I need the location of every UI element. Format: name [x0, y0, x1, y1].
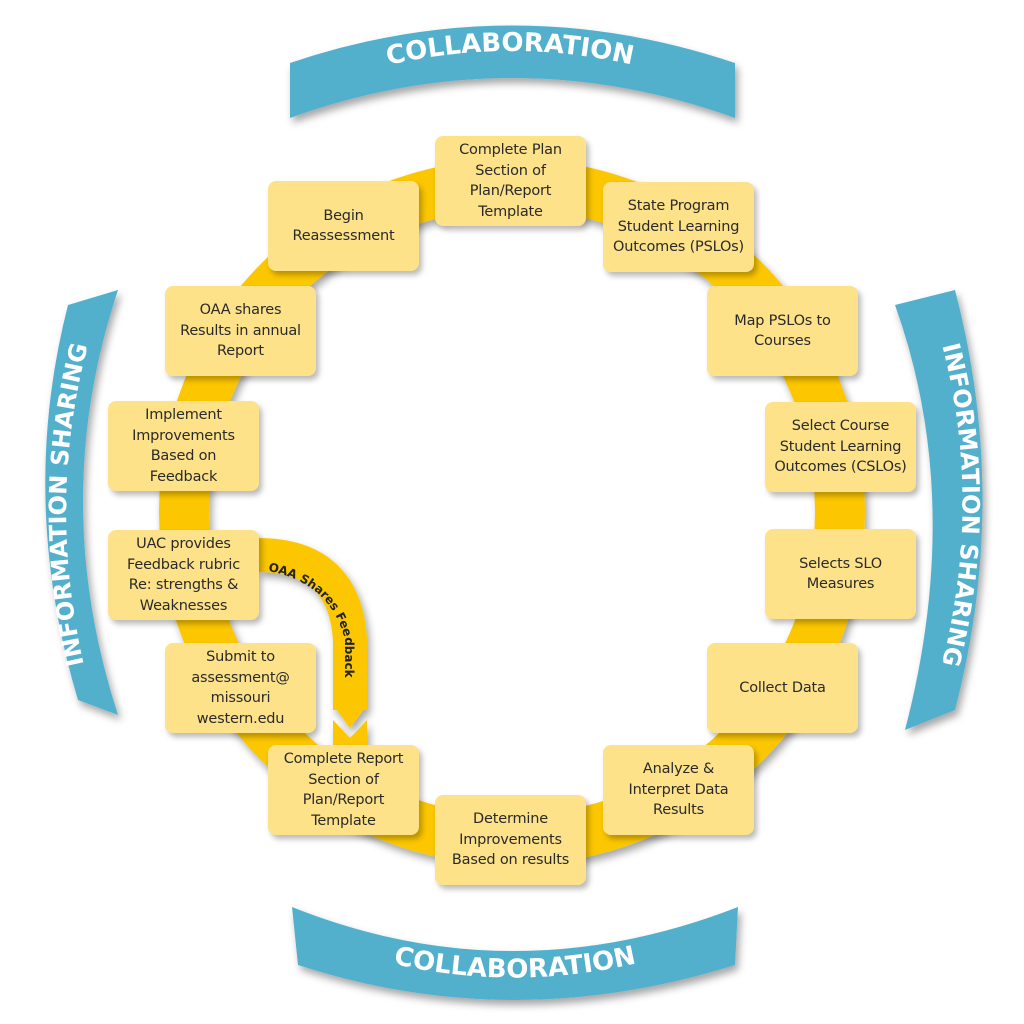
step-label: Select Course Student Learning Outcomes …: [774, 418, 907, 476]
step-uac-feedback: UAC provides Feedback rubric Re: strengt…: [108, 530, 259, 620]
step-selects-measures: Selects SLO Measures: [765, 529, 916, 619]
step-determine-improvements: Determine Improvements Based on results: [435, 795, 586, 885]
cycle-ring: [159, 159, 865, 865]
step-state-pslos: State Program Student Learning Outcomes …: [603, 182, 754, 272]
banner-bottom: [292, 907, 738, 1000]
banner-right: [895, 290, 983, 730]
step-collect-data: Collect Data: [707, 643, 858, 733]
step-label: Submit to assessment@ missouri western.e…: [191, 649, 290, 727]
step-label: Selects SLO Measures: [799, 555, 882, 593]
step-map-pslos: Map PSLOs to Courses: [707, 286, 858, 376]
step-complete-plan: Complete Plan Section of Plan/Report Tem…: [435, 136, 586, 226]
step-label: Complete Plan Section of Plan/Report Tem…: [459, 142, 562, 220]
step-begin-reassessment: Begin Reassessment: [268, 181, 419, 271]
banner-top: [290, 25, 735, 118]
step-oaa-shares: OAA shares Results in annual Report: [165, 286, 316, 376]
banner-left: [45, 290, 118, 715]
step-select-cslos: Select Course Student Learning Outcomes …: [765, 402, 916, 492]
step-label: Determine Improvements Based on results: [451, 811, 570, 869]
step-label: Implement Improvements Based on Feedback: [132, 407, 235, 485]
step-label: UAC provides Feedback rubric Re: strengt…: [127, 536, 240, 614]
step-label: Complete Report Section of Plan/Report T…: [283, 751, 404, 829]
step-implement-improvements: Implement Improvements Based on Feedback: [108, 401, 259, 491]
feedback-arrow: [257, 538, 367, 745]
step-label: Map PSLOs to Courses: [734, 312, 831, 350]
step-label: OAA shares Results in annual Report: [180, 302, 301, 360]
step-complete-report: Complete Report Section of Plan/Report T…: [268, 745, 419, 835]
step-label: State Program Student Learning Outcomes …: [613, 198, 744, 256]
step-label: Begin Reassessment: [292, 207, 395, 245]
step-analyze-data: Analyze & Interpret Data Results: [603, 745, 754, 835]
step-label: Analyze & Interpret Data Results: [628, 761, 729, 819]
step-submit: Submit to assessment@ missouri western.e…: [165, 643, 316, 733]
step-label: Collect Data: [739, 679, 826, 696]
